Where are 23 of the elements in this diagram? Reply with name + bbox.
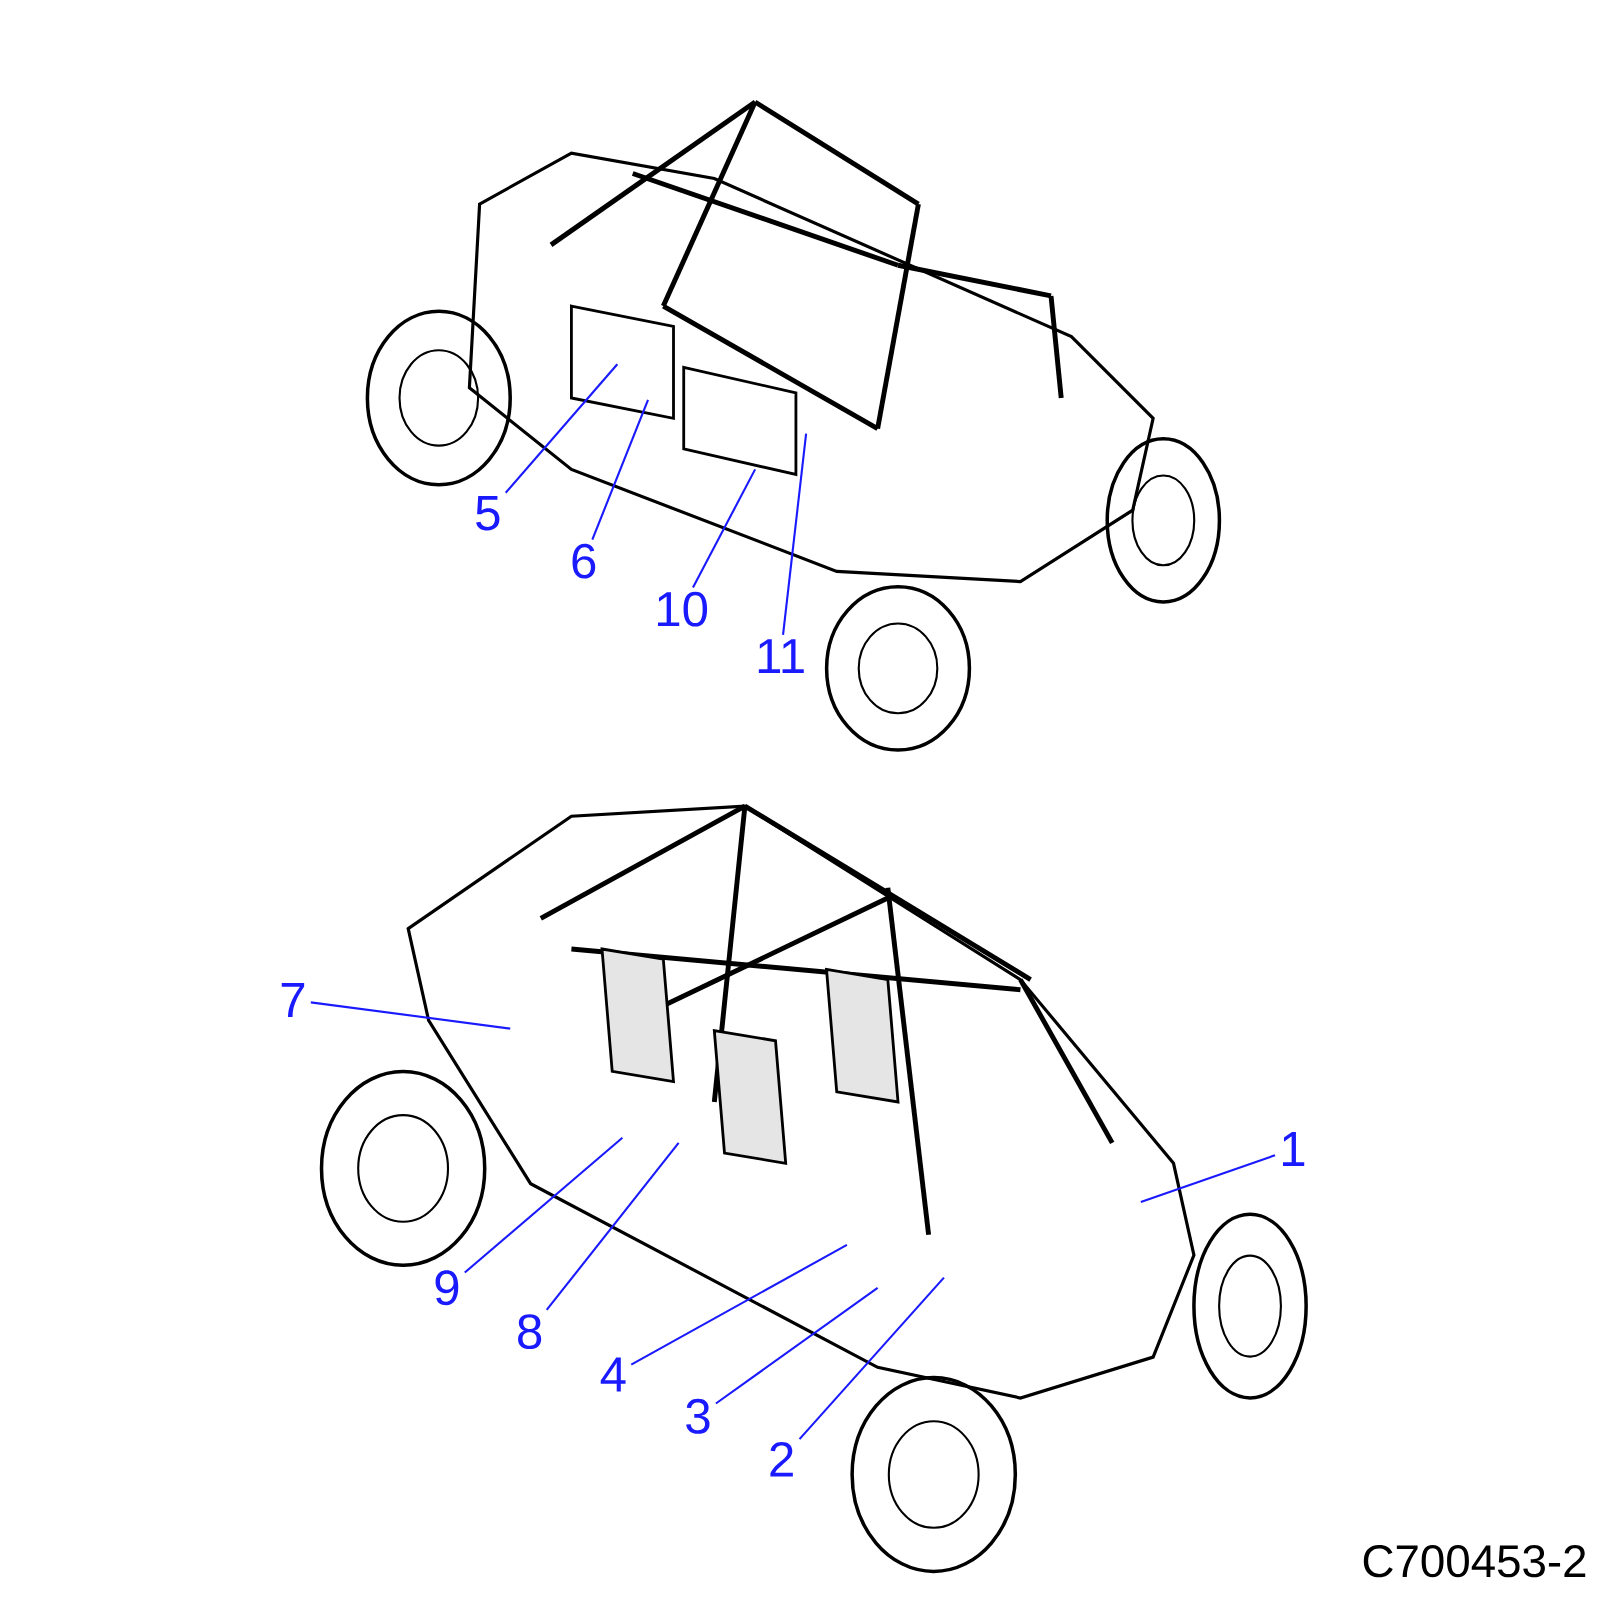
leader-line xyxy=(1140,1154,1276,1203)
leader-line xyxy=(591,399,649,540)
leader-line xyxy=(545,1142,680,1311)
callout-number: 9 xyxy=(435,1270,459,1306)
callout-number: 6 xyxy=(572,543,596,579)
leader-line xyxy=(798,1276,945,1440)
leader-line xyxy=(715,1286,879,1405)
callout-number: 8 xyxy=(518,1314,542,1350)
leader-line xyxy=(504,363,619,494)
callout-number: 2 xyxy=(770,1442,793,1477)
callout-number: 11 xyxy=(758,639,804,673)
leader-line xyxy=(630,1243,848,1366)
callout-number: 1 xyxy=(1283,1132,1305,1166)
figure-code: C700453-2 xyxy=(1363,1545,1586,1578)
leader-line xyxy=(310,1001,511,1030)
callout-number: 3 xyxy=(686,1398,710,1434)
leader-line xyxy=(692,468,757,589)
leader-line xyxy=(464,1137,624,1274)
callout-number: 10 xyxy=(658,591,708,627)
callout-number: 7 xyxy=(281,983,305,1017)
callout-number: 4 xyxy=(600,1357,626,1392)
callout-number: 5 xyxy=(476,496,500,531)
leader-line xyxy=(782,433,808,636)
